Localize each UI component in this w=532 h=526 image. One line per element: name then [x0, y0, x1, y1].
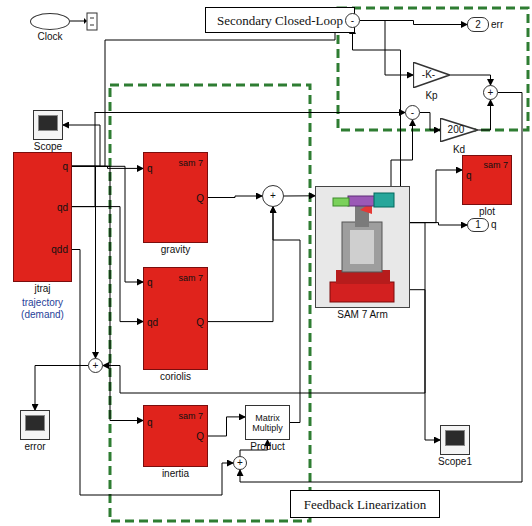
outport: 2err [467, 17, 489, 32]
gain-block: -K-Kp [413, 62, 450, 88]
gravity-block: sam 7qQgravity [143, 152, 208, 243]
block-text: q [147, 277, 153, 289]
signal-line [208, 207, 273, 322]
signal-line [72, 166, 143, 420]
signal-line [35, 366, 88, 411]
block-text: Kp [425, 90, 437, 102]
scope-block: Scope1 [440, 425, 470, 455]
signal-line [72, 166, 143, 282]
mux-block [87, 13, 97, 30]
robot-illustration [316, 187, 409, 307]
plot-block: qsam 7plot [462, 155, 512, 205]
signal-line [208, 417, 245, 436]
block-text: q [62, 161, 68, 173]
signal-line [353, 28, 401, 186]
signal-line [410, 170, 462, 223]
block-text: SAM 7 Arm [337, 309, 388, 321]
region-outline [110, 85, 310, 521]
block-text: 1 [475, 219, 481, 231]
block-text: sam 7 [178, 157, 203, 169]
block-text: qd [147, 317, 158, 329]
sum-block: - [345, 13, 360, 28]
sum-block: + [88, 358, 103, 373]
mux-mark [90, 18, 94, 19]
block-text: -K- [422, 69, 435, 81]
region-label: Feedback Linearization [290, 490, 440, 518]
block-text: q [466, 170, 472, 182]
block-text: q [491, 219, 497, 231]
block-text: 2 [475, 19, 481, 31]
mux-mark [90, 25, 94, 26]
clock-source: Clock [30, 13, 70, 30]
block-text: + [93, 360, 99, 372]
block-text: jtraj [34, 283, 50, 295]
coriolis-block: sam 7qqdQcoriolis [143, 267, 208, 370]
block-text: Q [196, 317, 204, 329]
block-text: trajectory (demand) [3, 297, 83, 321]
product-block: Matrix MultiplyProduct [245, 405, 290, 440]
block-text: + [488, 87, 494, 99]
block-text: qdd [51, 244, 68, 256]
sum-block: + [262, 185, 284, 207]
block-text: err [491, 19, 503, 31]
block-text: sam 7 [483, 159, 508, 171]
block-text: Q [196, 193, 204, 205]
block-text: q [147, 417, 153, 429]
block-text: 200 [448, 124, 465, 136]
block-text: sam 7 [178, 272, 203, 284]
signal-line [72, 250, 233, 496]
block-text: qd [57, 202, 68, 214]
block-text: error [24, 441, 45, 453]
block-text: - [411, 107, 414, 119]
sum-block: + [483, 85, 498, 100]
sum-block: - [405, 105, 420, 120]
block-text: Scope1 [438, 456, 472, 468]
block-text: gravity [161, 244, 190, 256]
block-text: Secondary Closed-Loop [217, 13, 343, 28]
block-text: coriolis [160, 371, 191, 383]
block-text: Clock [37, 31, 62, 43]
block-text: + [270, 190, 276, 202]
signal-line [208, 196, 262, 198]
signal-line [72, 112, 405, 207]
region-label: Secondary Closed-Loop [205, 7, 355, 33]
robot-arm-block: SAM 7 Arm [315, 186, 410, 308]
block-text: Feedback Linearization [304, 497, 426, 512]
wire [70, 21, 84, 22]
block-text: Q [196, 431, 204, 443]
block-text: inertia [162, 468, 189, 480]
block-text: - [351, 15, 354, 27]
signal-line [72, 207, 143, 322]
signal-line [360, 21, 413, 76]
signal-line [240, 93, 522, 483]
signal-line [360, 21, 467, 25]
trajectory-block: qqdqddjtrajtrajectory (demand) [13, 152, 72, 282]
signal-line [273, 207, 300, 423]
signal-line [72, 21, 345, 167]
block-text: Product [250, 441, 284, 453]
scope-block: Scope [33, 110, 63, 140]
block-text: + [237, 457, 243, 469]
signal-line [391, 120, 413, 186]
inertia-block: sam 7qQinertia [143, 405, 208, 467]
block-text: sam 7 [178, 410, 203, 422]
block-text: Matrix Multiply [248, 413, 287, 433]
signal-line [284, 195, 315, 196]
block-text: plot [479, 206, 495, 218]
signal-line [72, 166, 96, 358]
signal-line [450, 75, 491, 85]
outport: 1q [467, 218, 489, 232]
gain-block: 200Kd [440, 118, 478, 142]
sum-block: + [233, 456, 247, 470]
signal-line [478, 100, 491, 130]
region-outline [338, 8, 528, 130]
signal-line [420, 113, 440, 131]
scope-block: error [20, 410, 50, 440]
block-text: q [147, 163, 153, 175]
